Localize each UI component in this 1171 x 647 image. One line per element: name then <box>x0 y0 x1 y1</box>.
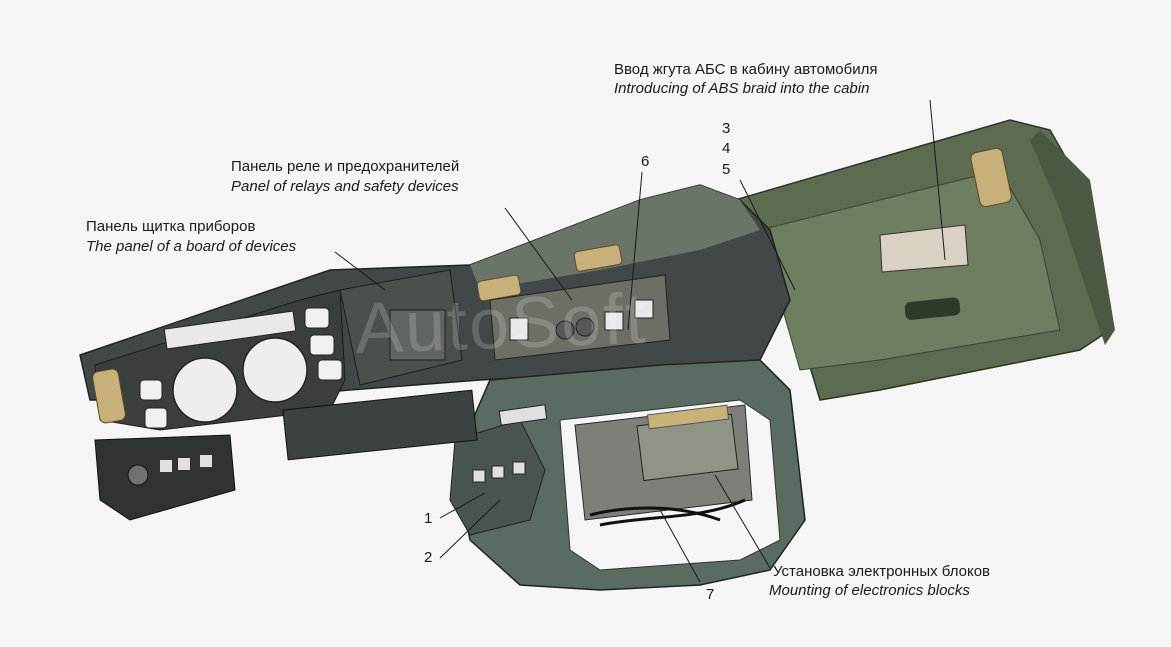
cluster-button <box>304 307 330 329</box>
center-air-vent-right <box>573 244 623 272</box>
switch-window <box>604 311 624 331</box>
leader-relays <box>504 207 573 301</box>
leader-abs <box>929 99 946 261</box>
dashboard-upper-shelf <box>470 185 760 290</box>
leader-2 <box>439 499 501 559</box>
wiring-harness <box>589 498 746 527</box>
center-switch-panel <box>489 274 671 361</box>
part-number-6: 6 <box>641 153 650 170</box>
part-number-3: 3 <box>722 120 731 137</box>
leader-electronics <box>714 474 771 569</box>
center-knob <box>555 320 575 340</box>
cluster-button <box>144 407 168 429</box>
instrument-label-en: The panel of a board of devices <box>86 238 297 255</box>
bracket-switch <box>160 460 172 472</box>
leader-5 <box>739 179 796 291</box>
module-connector <box>646 404 730 430</box>
side-switch <box>498 404 548 426</box>
cabin-right-edge <box>1030 130 1115 345</box>
part-number-4: 4 <box>722 140 731 157</box>
relay-block <box>389 309 446 361</box>
part-number-7: 7 <box>706 586 715 603</box>
ignition-knob <box>127 464 149 486</box>
part-number-5: 5 <box>722 161 731 178</box>
bracket-switch <box>200 455 212 467</box>
abs-label-en: Introducing of ABS braid into the cabin <box>614 80 870 97</box>
leader-1 <box>439 492 486 519</box>
right-air-vent <box>970 147 1012 208</box>
mid-lower-bracket <box>282 389 478 461</box>
abs-opening <box>879 224 969 273</box>
leader-instrument <box>334 251 386 291</box>
electronics-label-ru: Установка электронных блоков <box>773 563 991 580</box>
cluster-button <box>309 334 335 356</box>
part-number-1: 1 <box>424 510 433 527</box>
left-lower-bracket <box>94 434 236 521</box>
cluster-button <box>317 359 343 381</box>
part-number-2: 2 <box>424 549 433 566</box>
electronics-label-en: Mounting of electronics blocks <box>769 582 970 599</box>
leader-7 <box>659 509 701 583</box>
relays-label-en: Panel of relays and safety devices <box>231 178 459 195</box>
gauge-right <box>242 337 308 403</box>
side-switch <box>472 469 486 483</box>
side-switch <box>512 461 526 475</box>
side-switch <box>491 465 505 479</box>
left-air-vent <box>92 368 126 424</box>
relays-label-ru: Панель реле и предохранителей <box>231 158 460 175</box>
cluster-button <box>139 379 163 401</box>
cabin-slot <box>904 297 961 320</box>
switch-window <box>634 299 654 319</box>
abs-label-ru: Ввод жгута АБС в кабину автомобиля <box>614 61 878 78</box>
bracket-switch <box>178 458 190 470</box>
leader-lines <box>334 99 946 583</box>
instrument-label-ru: Панель щитка приборов <box>86 218 256 235</box>
center-knob <box>575 317 595 337</box>
switch-window <box>509 317 529 341</box>
gauge-left <box>172 357 238 423</box>
center-air-vent-left <box>476 274 522 302</box>
cluster-display <box>163 310 297 350</box>
leader-6 <box>627 171 643 331</box>
